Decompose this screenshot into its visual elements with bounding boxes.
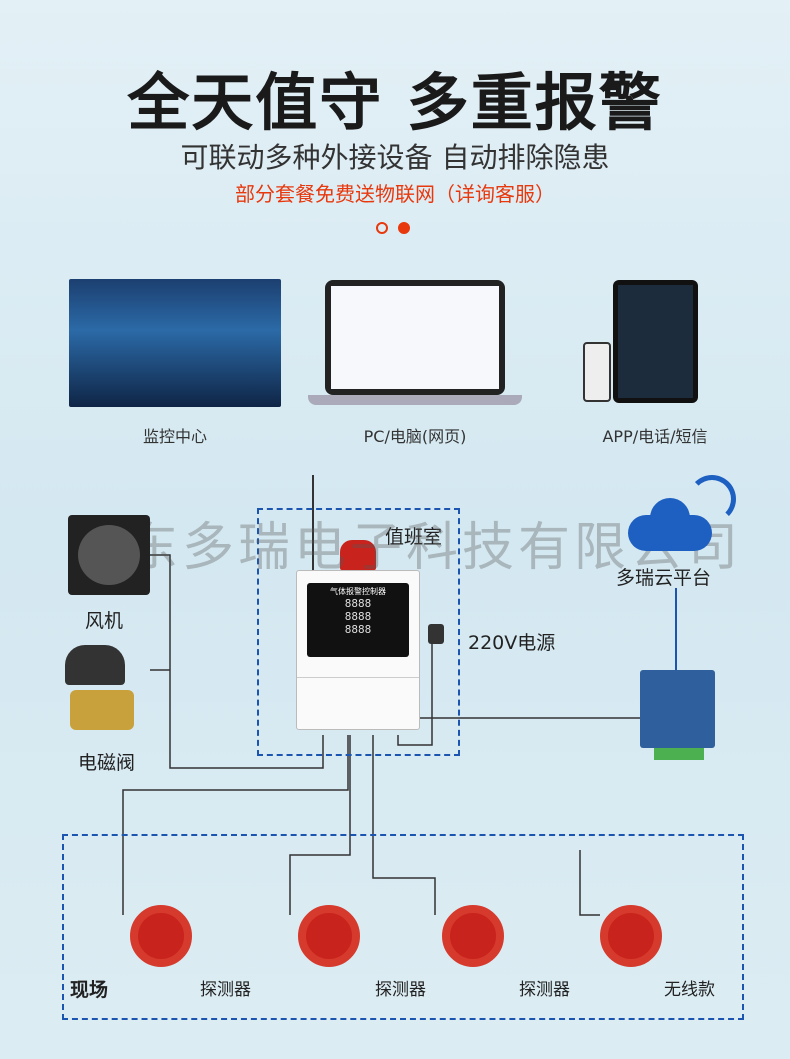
power-label: 220V电源 <box>468 632 556 654</box>
solenoid-valve-coil <box>65 645 125 685</box>
detector-label: 探测器 <box>375 980 426 1000</box>
fan-image <box>68 515 150 595</box>
valve-label: 电磁阀 <box>78 752 136 774</box>
laptop-base <box>308 395 522 405</box>
controller-display: 8888 <box>344 610 372 623</box>
detector <box>288 895 378 985</box>
detector <box>120 895 210 985</box>
iot-gateway <box>640 670 715 748</box>
detector-label: 探测器 <box>519 980 570 1000</box>
headline: 全天值守 多重报警 <box>127 66 663 139</box>
subtitle: 可联动多种外接设备 自动排除隐患 <box>180 141 610 174</box>
power-plug-icon <box>428 624 444 644</box>
gateway-terminal <box>654 748 704 760</box>
controller-display: 8888 <box>344 597 372 610</box>
detector <box>432 895 522 985</box>
fan-label: 风机 <box>85 610 124 632</box>
promo-text: 部分套餐免费送物联网（详询客服） <box>235 182 555 206</box>
controller-display: 8888 <box>344 623 372 636</box>
wireless-detector <box>590 895 680 985</box>
controller-title: 气体报警控制器 <box>330 587 386 596</box>
alarm-light-icon <box>340 540 376 570</box>
gas-alarm-controller: 气体报警控制器 8888 8888 8888 <box>296 570 420 730</box>
duty-room-box <box>257 508 460 756</box>
terminal-label: APP/电话/短信 <box>602 427 708 446</box>
monitoring-center-image <box>69 279 281 407</box>
cloud-platform-label: 多瑞云平台 <box>616 567 712 589</box>
laptop-image <box>325 280 505 395</box>
terminal-label: PC/电脑(网页) <box>363 427 467 446</box>
carousel-dot-active[interactable] <box>398 222 410 234</box>
duty-room-label: 值班室 <box>385 526 443 548</box>
tablet-image <box>613 280 698 403</box>
phone-image <box>583 342 611 402</box>
detector-label: 无线款 <box>664 980 715 1000</box>
solenoid-valve-body <box>70 690 134 730</box>
cloud-icon-top <box>650 498 690 538</box>
detector-label: 探测器 <box>200 980 251 1000</box>
field-box <box>62 834 744 1020</box>
watermark: 山东多瑞电子科技有限公司 <box>70 518 743 578</box>
field-label: 现场 <box>70 979 109 1001</box>
terminal-label: 监控中心 <box>142 427 207 446</box>
wifi-signal-icon <box>688 475 736 523</box>
carousel-dot[interactable] <box>376 222 388 234</box>
